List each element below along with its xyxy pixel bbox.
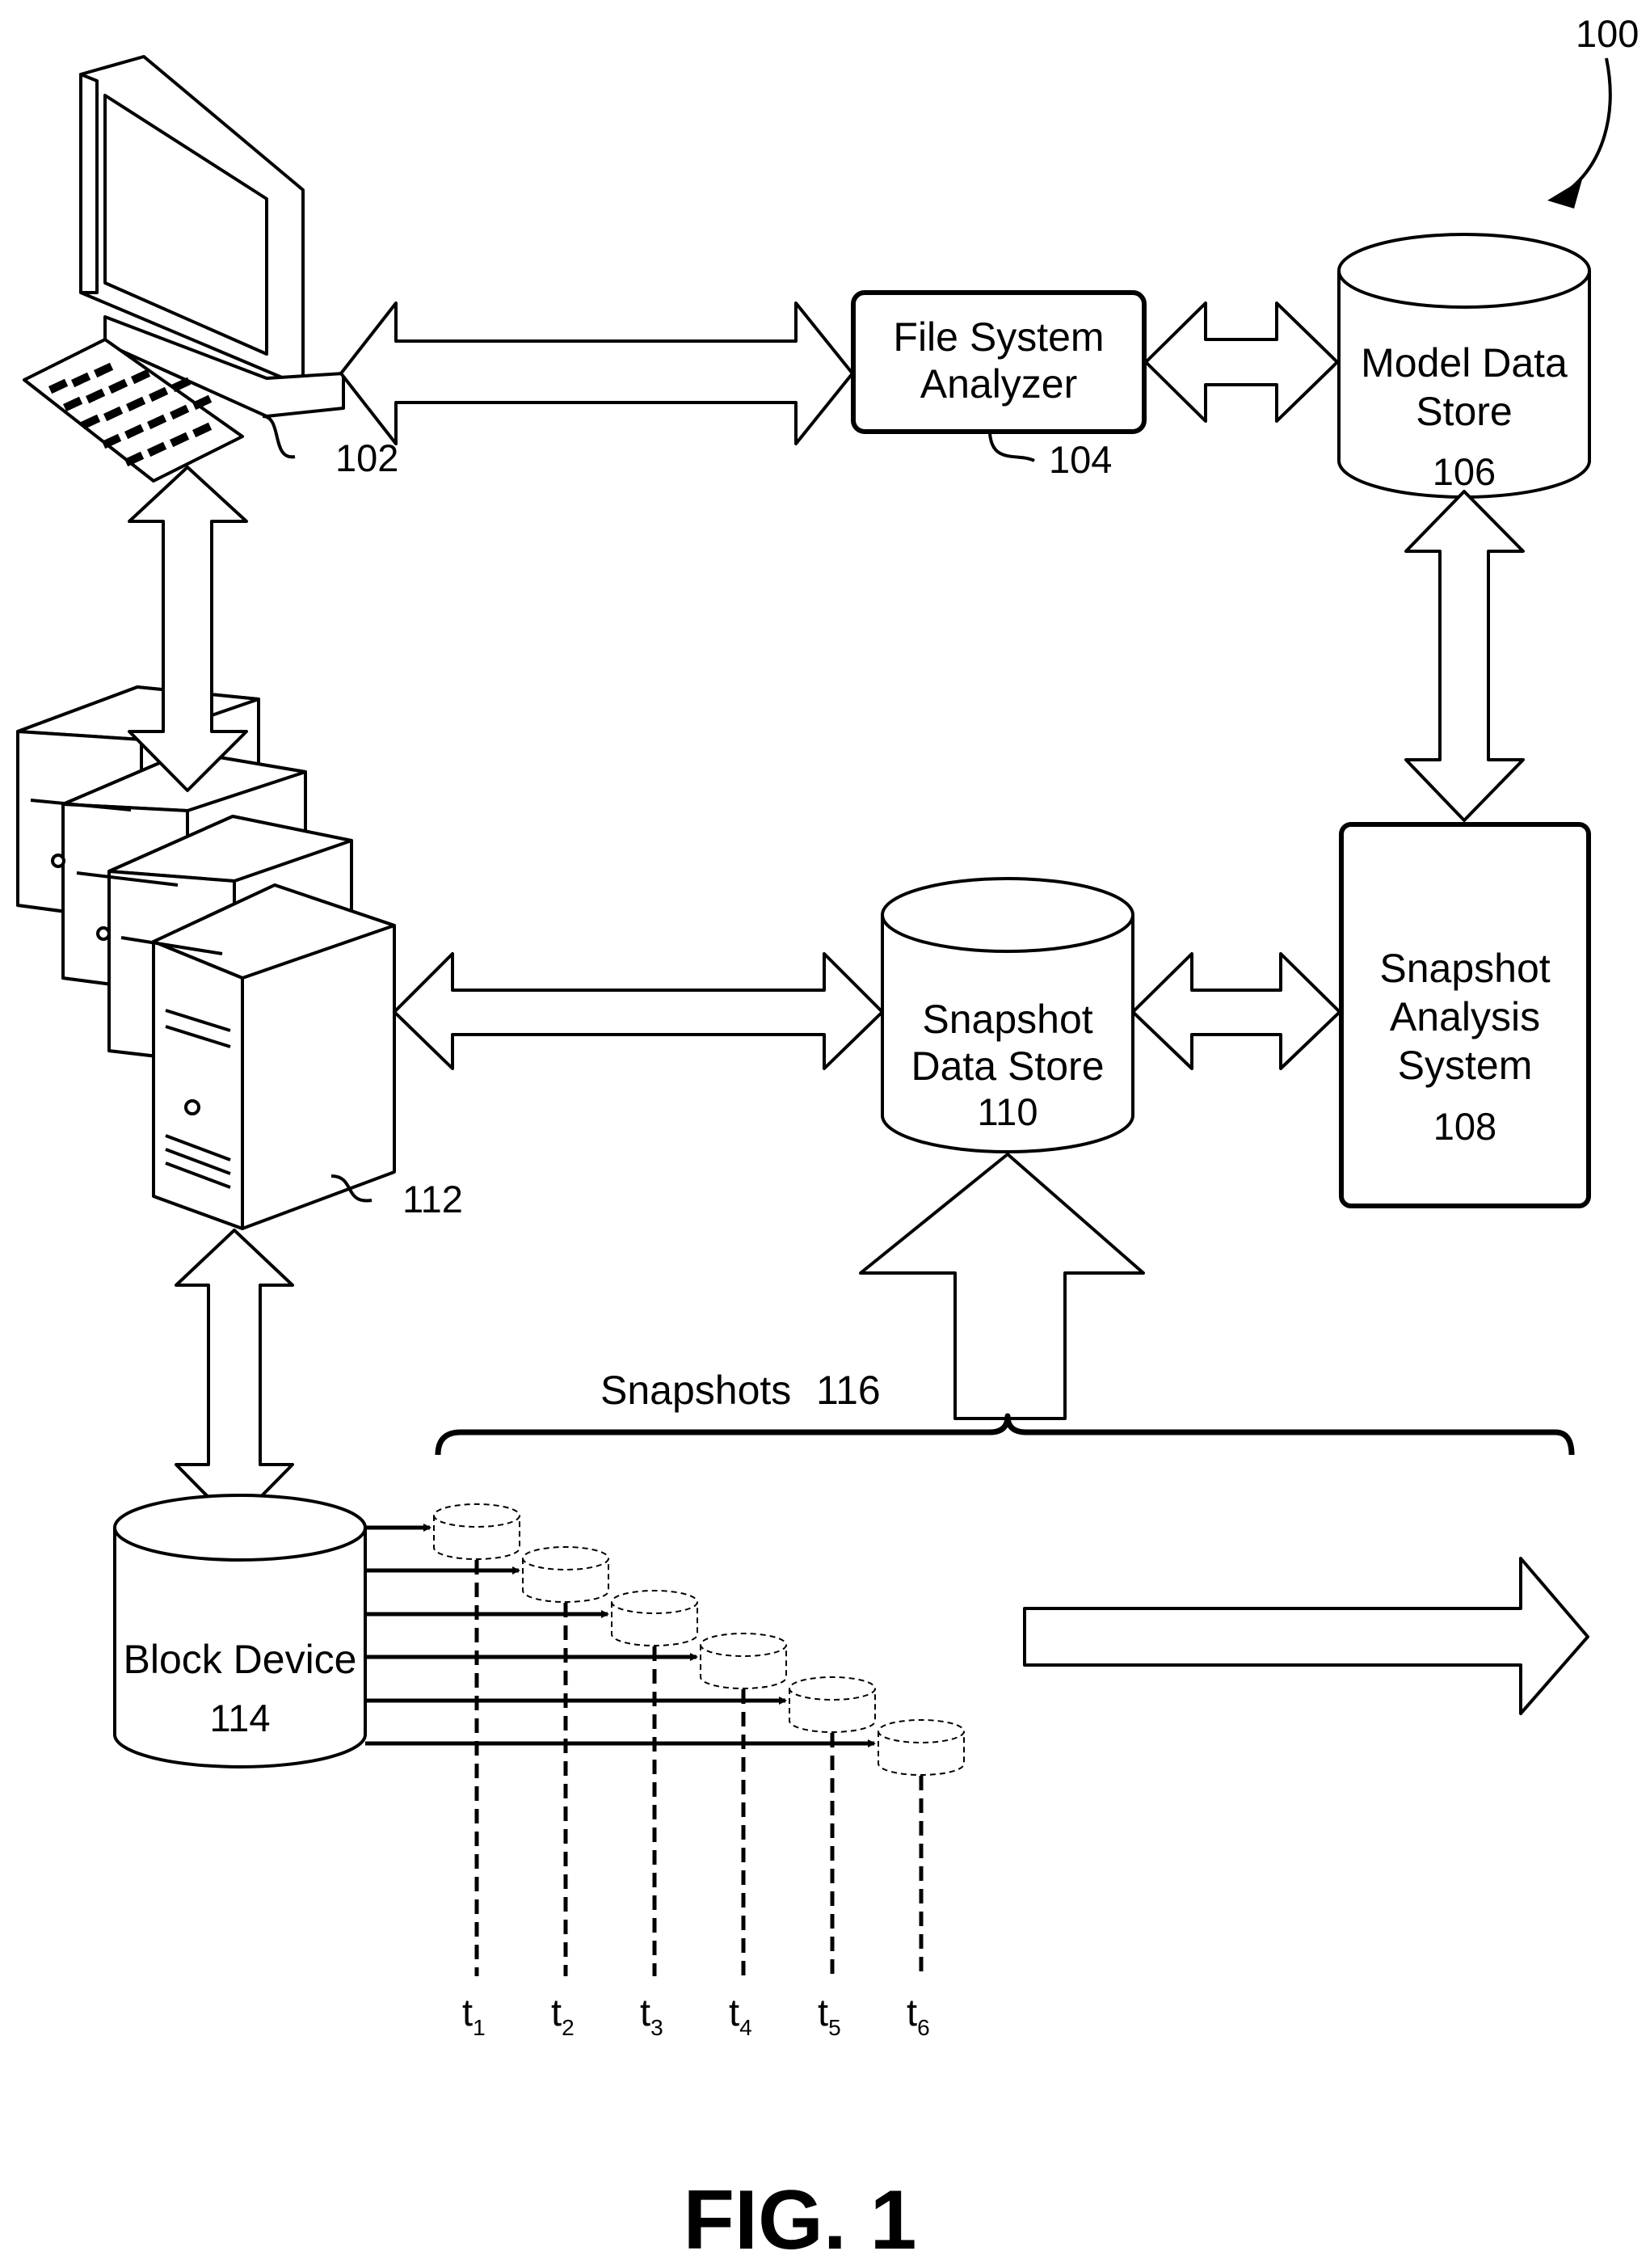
file-system-analyzer-label-line2: Analyzer [920, 361, 1078, 407]
servers-snapshotstore-arrow-icon [394, 954, 882, 1069]
timeline-label-3: t3 [640, 1991, 663, 2040]
system-ref-leader-icon [1564, 58, 1610, 194]
snapshot-cylinders [434, 1504, 964, 1775]
block-device-label: Block Device [124, 1637, 357, 1682]
computer-ref-label: 102 [335, 436, 398, 479]
snapshot-cylinder-6 [878, 1720, 964, 1775]
timeline-label-5: t5 [818, 1991, 841, 2040]
snapshot-analysis-label-line3: System [1398, 1043, 1533, 1088]
snapshot-cylinder-1 [434, 1504, 520, 1559]
model-analysis-arrow-icon [1406, 491, 1523, 820]
timeline-label-4: t4 [729, 1991, 752, 2040]
file-system-analyzer-label-line1: File System [893, 314, 1104, 360]
snapshot-cylinder-4 [701, 1634, 786, 1688]
model-data-store-label-line2: Store [1416, 389, 1513, 434]
timeline-drop-lines [477, 1560, 921, 1976]
snapshots-ref: 116 [816, 1368, 881, 1413]
snapshots-brace-icon [438, 1416, 1572, 1455]
snapshot-cylinder-5 [789, 1677, 875, 1732]
servers-ref-label: 112 [402, 1178, 463, 1220]
system-ref-arrowhead-icon [1547, 179, 1582, 209]
snapshot-analysis-label-line1: Snapshot [1379, 946, 1550, 991]
snapshot-cylinder-3 [612, 1591, 697, 1646]
snapshots-upload-arrow-icon [861, 1154, 1143, 1419]
timeline-label-6: t6 [907, 1991, 930, 2040]
computer-analyzer-arrow-icon [341, 303, 852, 444]
model-data-store-label-line1: Model Data [1361, 340, 1568, 386]
block-device-ref: 114 [210, 1697, 271, 1739]
snapshot-cylinder-2 [523, 1547, 608, 1602]
snapshotstore-analysis-arrow-icon [1133, 954, 1340, 1069]
analyzer-model-arrow-icon [1146, 303, 1337, 421]
computer-icon [24, 57, 343, 481]
snapshot-data-store-label-line1: Snapshot [922, 997, 1092, 1042]
analyzer-ref-leader-icon [990, 433, 1034, 461]
snapshot-data-store-ref: 110 [978, 1090, 1038, 1133]
snapshots-label: Snapshots [600, 1368, 791, 1413]
snapshot-data-store-label-line2: Data Store [911, 1043, 1104, 1089]
computer-servers-arrow-icon [129, 467, 246, 790]
timeline-label-2: t2 [551, 1991, 575, 2040]
snapshot-analysis-ref: 108 [1433, 1105, 1496, 1148]
time-progression-arrow-icon [1025, 1558, 1588, 1714]
model-data-store-ref: 106 [1433, 450, 1496, 493]
snapshot-analysis-label-line2: Analysis [1390, 994, 1540, 1039]
file-system-analyzer-ref: 104 [1049, 438, 1112, 481]
timeline-labels: t1 t2 t3 t4 t5 t6 [462, 1991, 930, 2040]
servers-blockdevice-arrow-icon [176, 1230, 293, 1524]
computer-ref-leader-icon [263, 416, 295, 457]
figure-label: FIG. 1 [684, 2173, 917, 2267]
timeline-label-1: t1 [462, 1991, 486, 2040]
system-ref-label: 100 [1576, 12, 1639, 55]
